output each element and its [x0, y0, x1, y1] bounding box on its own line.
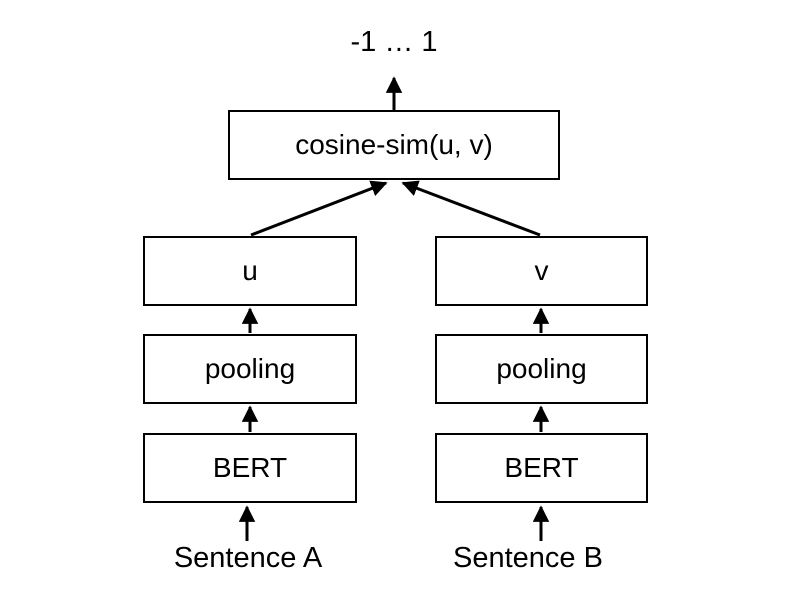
input-sentence-b-label: Sentence B: [453, 542, 603, 574]
node-v-embedding: v: [435, 236, 648, 306]
node-pooling-left: pooling: [143, 334, 357, 404]
node-bert-right: BERT: [435, 433, 648, 503]
arrow-u-to-cosine: [250, 180, 388, 237]
node-cosine-sim: cosine-sim(u, v): [228, 110, 560, 180]
output-range-label: -1 … 1: [350, 26, 438, 58]
node-bert-left: BERT: [143, 433, 357, 503]
node-u-embedding: u: [143, 236, 357, 306]
input-sentence-a-label: Sentence A: [173, 542, 323, 574]
arrow-v-to-cosine: [401, 180, 541, 237]
node-pooling-right: pooling: [435, 334, 648, 404]
